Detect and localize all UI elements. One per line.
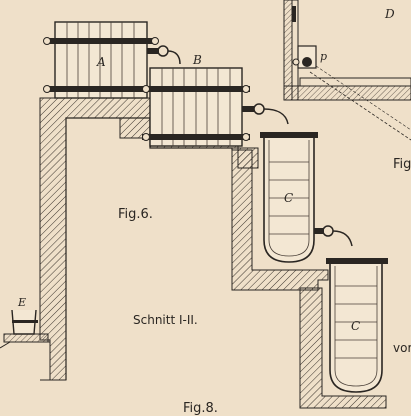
figure-d-fragment: [283, 0, 411, 141]
caption-fig6: Fig.6.: [118, 207, 153, 222]
label-b: B: [192, 53, 202, 67]
vessel-c-upper: [260, 132, 353, 263]
label-a: A: [96, 55, 106, 69]
channel-outline: [65, 117, 233, 380]
caption-fig8: Fig.8.: [183, 401, 218, 416]
label-c-lower: C: [351, 319, 360, 333]
caption-fig-cut: Fig: [393, 157, 411, 172]
caption-vor-cut: vor: [393, 341, 411, 355]
label-d: D: [384, 7, 395, 21]
tub-a: [43, 21, 181, 99]
vessel-c-lower: [326, 258, 388, 393]
label-e: E: [17, 296, 26, 309]
label-p: p: [320, 50, 327, 63]
vessel-e: [0, 309, 50, 349]
tub-b: [142, 67, 289, 147]
caption-section: Schnitt I-II.: [133, 313, 198, 327]
label-c-upper: C: [284, 191, 293, 205]
